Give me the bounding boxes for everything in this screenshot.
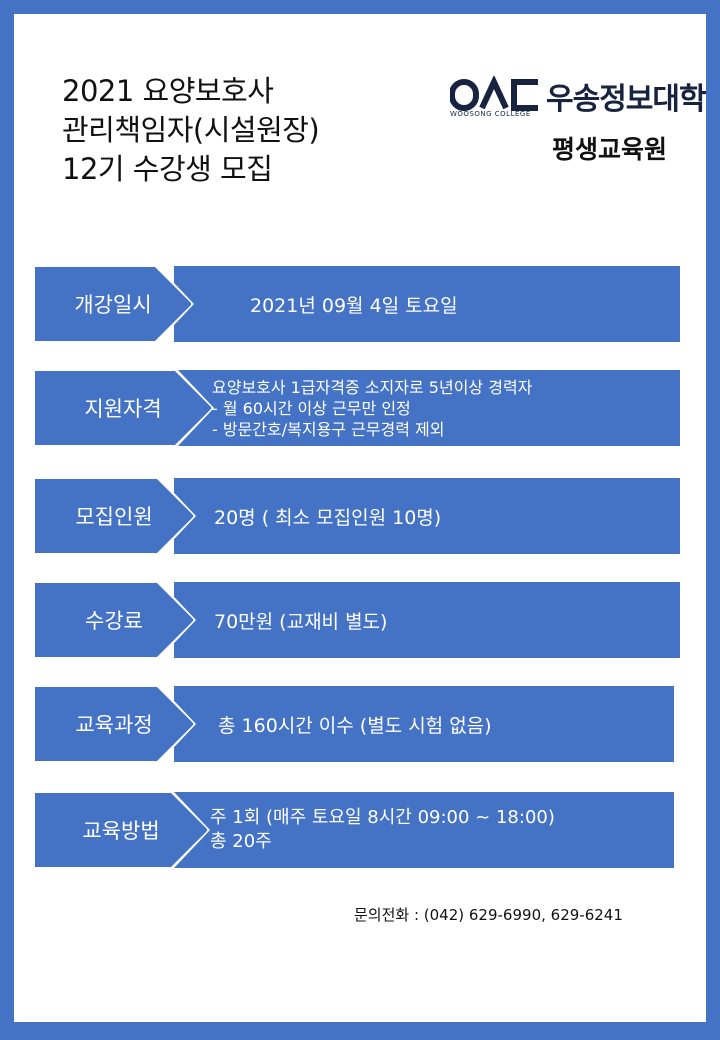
info-row-bar: [174, 792, 674, 868]
content-line: 요양보호사 1급자격증 소지자로 5년이상 경력자: [212, 377, 533, 397]
info-row-content: 주 1회 (매주 토요일 8시간 09:00 ~ 18:00) 총 20주: [210, 792, 555, 868]
info-row-label: 모집인원: [34, 478, 194, 554]
content-line: 2021년 09월 4일 토요일: [250, 294, 458, 317]
info-row-eligibility: 지원자격 요양보호사 1급자격증 소지자로 5년이상 경력자 - 월 60시간 …: [34, 370, 680, 446]
content-line: 총 20주: [210, 831, 272, 852]
info-row-bar: [174, 370, 680, 446]
title-line-1: 2021 요양보호사: [62, 74, 274, 108]
info-row-capacity: 모집인원 20명 ( 최소 모집인원 10명): [34, 478, 680, 554]
info-row-bar: [174, 478, 680, 554]
flyer-title: 2021 요양보호사 관리책임자(시설원장) 12기 수강생 모집: [62, 72, 320, 189]
flyer-page: 2021 요양보호사 관리책임자(시설원장) 12기 수강생 모집 WOOSON…: [14, 14, 707, 1022]
logo-subtitle: WOOSONG COLLEGE: [450, 110, 531, 118]
info-row-label: 교육과정: [34, 686, 194, 762]
info-row-method: 교육방법 주 1회 (매주 토요일 8시간 09:00 ~ 18:00) 총 2…: [34, 792, 674, 868]
contact-phone: 문의전화 : (042) 629-6990, 629-6241: [354, 906, 623, 924]
content-line: - 방문간호/복지용구 근무경력 제외: [212, 419, 445, 439]
info-row-content: 2021년 09월 4일 토요일: [250, 266, 458, 342]
oac-logo-mark: [450, 76, 538, 111]
content-line: 주 1회 (매주 토요일 8시간 09:00 ~ 18:00): [210, 807, 555, 828]
college-name: 우송정보대학: [546, 82, 707, 117]
info-row-label: 지원자격: [34, 370, 212, 446]
info-row-bar: [174, 582, 680, 658]
college-logo: WOOSONG COLLEGE 우송정보대학 평생교육원: [450, 62, 707, 172]
info-row-content: 70만원 (교재비 별도): [214, 582, 387, 658]
info-row-bar: [174, 266, 680, 342]
info-row-content: 요양보호사 1급자격증 소지자로 5년이상 경력자 - 월 60시간 이상 근무…: [212, 370, 532, 446]
info-row-bar: [174, 686, 674, 762]
title-line-2: 관리책임자(시설원장): [62, 113, 320, 147]
info-row-label: 수강료: [34, 582, 194, 658]
content-line: - 월 60시간 이상 근무만 인정: [212, 398, 411, 418]
info-row-start-date: 개강일시 2021년 09월 4일 토요일: [34, 266, 680, 342]
info-row-content: 20명 ( 최소 모집인원 10명): [214, 478, 441, 554]
content-line: 총 160시간 이수 (별도 시험 없음): [218, 714, 492, 737]
info-row-content: 총 160시간 이수 (별도 시험 없음): [218, 686, 492, 762]
info-row-tuition: 수강료 70만원 (교재비 별도): [34, 582, 680, 658]
title-line-3: 12기 수강생 모집: [62, 152, 273, 186]
info-row-course: 교육과정 총 160시간 이수 (별도 시험 없음): [34, 686, 674, 762]
department-name: 평생교육원: [552, 135, 668, 164]
info-row-label: 개강일시: [34, 266, 192, 342]
content-line: 70만원 (교재비 별도): [214, 610, 388, 633]
info-row-label: 교육방법: [34, 792, 208, 868]
content-line: 20명 ( 최소 모집인원 10명): [214, 506, 442, 529]
